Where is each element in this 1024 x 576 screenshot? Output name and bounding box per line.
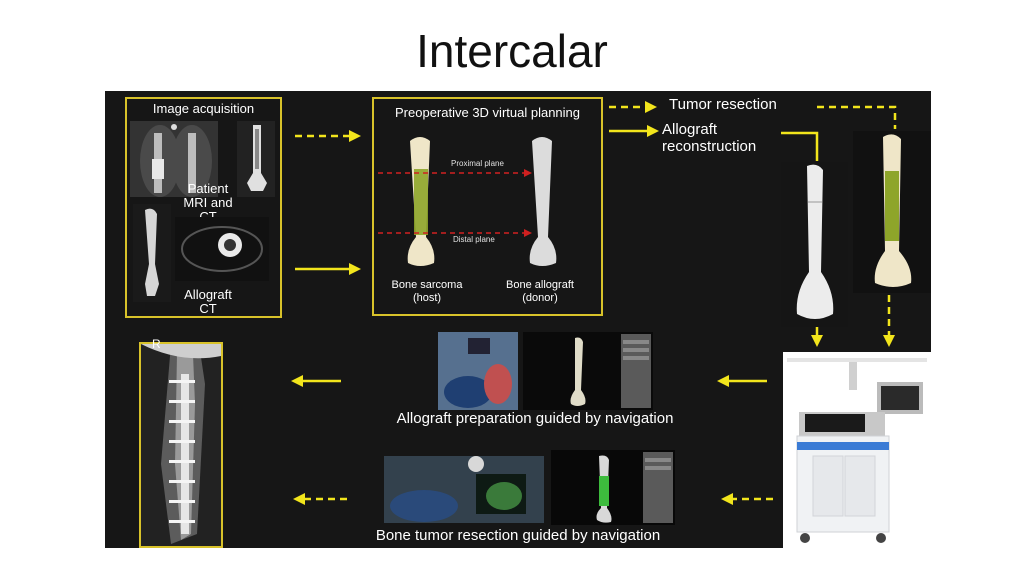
diagram-panel: Image acquisition Patient MRI and CT <box>105 91 931 548</box>
slide-title: Intercalar <box>0 24 1024 78</box>
flow-arrows <box>105 91 931 548</box>
